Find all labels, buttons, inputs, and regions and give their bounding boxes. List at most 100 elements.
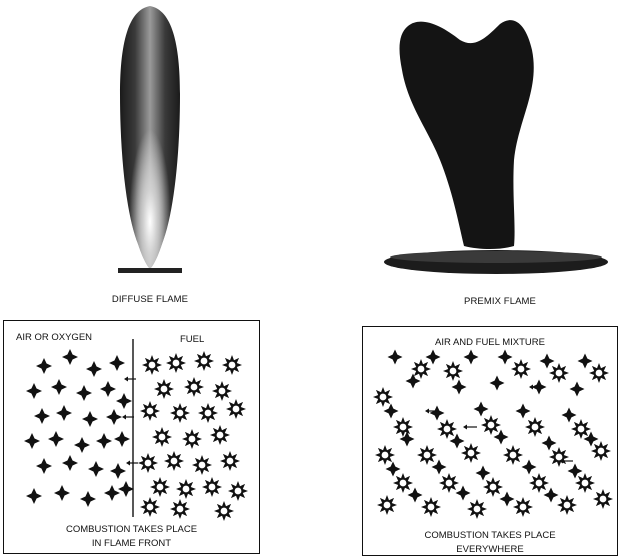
air-particle-icon xyxy=(406,374,421,389)
diffuse-combustion-panel: AIR OR OXYGEN FUEL COMBUSTION TAKES PLAC… xyxy=(3,320,260,554)
air-particle-icon xyxy=(456,486,471,501)
fuel-particle-icon xyxy=(525,417,545,437)
premix-burner-top xyxy=(390,251,602,263)
air-particle-icon xyxy=(400,432,415,447)
fuel-particle-icon xyxy=(198,403,218,423)
reaction-arrow-icon xyxy=(463,425,477,430)
air-particle-icon xyxy=(464,350,479,365)
air-particle-icon xyxy=(490,376,505,391)
fuel-particle-icon xyxy=(557,495,577,515)
fuel-particle-icon xyxy=(467,499,487,519)
fuel-particle-icon xyxy=(170,499,190,519)
air-particle-icon xyxy=(109,355,125,371)
air-particle-icon xyxy=(452,380,467,395)
fuel-particle-icon xyxy=(513,497,533,517)
fuel-particle-icon xyxy=(202,477,222,497)
fuel-particle-icon xyxy=(575,473,595,493)
fuel-particle-icon xyxy=(214,501,234,521)
fuel-particle-icon xyxy=(393,417,413,437)
air-particle-icon xyxy=(522,460,537,475)
fuel-particle-icon xyxy=(439,473,459,493)
premix-footer-line-1: COMBUSTION TAKES PLACE xyxy=(363,529,617,543)
fuel-particle-icon xyxy=(593,489,613,509)
diffuse-flame-core xyxy=(120,6,180,269)
fuel-particle-icon xyxy=(483,477,503,497)
fuel-particle-icon xyxy=(222,355,242,375)
reaction-arrow-icon xyxy=(122,415,134,420)
fuel-particle-icon xyxy=(571,419,591,439)
air-particle-icon xyxy=(56,405,72,421)
fuel-particle-icon xyxy=(393,473,413,493)
fuel-particle-icon xyxy=(192,455,212,475)
air-particle-icon xyxy=(62,349,78,365)
air-particle-icon xyxy=(476,466,491,481)
air-particle-icon xyxy=(82,411,98,427)
diffuse-footer-line-2: IN FLAME FRONT xyxy=(4,537,259,551)
air-particle-icon xyxy=(474,402,489,417)
fuel-particle-icon xyxy=(549,363,569,383)
reaction-arrow-icon xyxy=(126,461,138,466)
fuel-particle-icon xyxy=(411,359,431,379)
fuel-particle-icon xyxy=(481,415,501,435)
fuel-particle-icon xyxy=(529,473,549,493)
fuel-particle-icon xyxy=(182,429,202,449)
fuel-particle-icon xyxy=(589,363,609,383)
air-particle-icon xyxy=(34,408,50,424)
diffuse-flame-caption: DIFFUSE FLAME xyxy=(80,294,220,305)
premix-flame-body xyxy=(400,20,534,249)
air-particle-icon xyxy=(104,485,120,501)
fuel-particle-icon xyxy=(417,445,437,465)
air-particle-icon xyxy=(500,492,515,507)
air-particle-icon xyxy=(48,431,64,447)
air-particle-icon xyxy=(106,409,122,425)
air-particle-icon xyxy=(24,433,40,449)
air-particle-icon xyxy=(386,462,401,477)
fuel-particle-icon xyxy=(511,359,531,379)
air-particle-icon xyxy=(26,488,42,504)
air-particle-icon xyxy=(384,404,399,419)
premix-footer-line-2: EVERYWHERE xyxy=(363,543,617,557)
fuel-particle-icon xyxy=(166,353,186,373)
air-particle-icon xyxy=(562,408,577,423)
air-particle-icon xyxy=(36,358,52,374)
fuel-particle-icon xyxy=(503,445,523,465)
air-particle-icon xyxy=(494,430,509,445)
fuel-particle-icon xyxy=(138,453,158,473)
air-particle-icon xyxy=(570,382,585,397)
air-particle-icon xyxy=(542,436,557,451)
fuel-particle-icon xyxy=(164,451,184,471)
premix-panel-footer: COMBUSTION TAKES PLACE EVERYWHERE xyxy=(363,529,617,557)
fuel-particle-icon xyxy=(140,401,160,421)
fuel-particle-icon xyxy=(150,477,170,497)
fuel-particle-icon xyxy=(154,379,174,399)
diffuse-panel-footer: COMBUSTION TAKES PLACE IN FLAME FRONT xyxy=(4,523,259,551)
fuel-particle-icon xyxy=(443,361,463,381)
fuel-particle-icon xyxy=(212,381,232,401)
air-particle-icon xyxy=(86,361,102,377)
air-particle-icon xyxy=(54,485,70,501)
air-particle-icon xyxy=(568,464,583,479)
fuel-particle-icon xyxy=(591,441,611,461)
air-particle-icon xyxy=(450,434,465,449)
premix-flame-illustration xyxy=(380,10,612,280)
diffuse-particle-field xyxy=(4,321,261,555)
fuel-particle-icon xyxy=(176,479,196,499)
fuel-particle-icon xyxy=(549,447,569,467)
fuel-particle-icon xyxy=(377,495,397,515)
fuel-particle-icon xyxy=(210,425,230,445)
premix-combustion-panel: AIR AND FUEL MIXTURE COMBUSTION TAKES PL… xyxy=(362,326,618,556)
air-particle-icon xyxy=(76,385,92,401)
air-particle-icon xyxy=(51,379,67,395)
fuel-particle-icon xyxy=(375,445,395,465)
air-particle-icon xyxy=(498,350,513,365)
air-particle-icon xyxy=(80,491,96,507)
fuel-particle-icon xyxy=(140,497,160,517)
fuel-particle-icon xyxy=(226,399,246,419)
air-particle-icon xyxy=(114,431,130,447)
fuel-particle-icon xyxy=(184,377,204,397)
fuel-particle-icon xyxy=(437,419,457,439)
fuel-particle-icon xyxy=(421,497,441,517)
premix-particle-field xyxy=(363,327,619,557)
air-particle-icon xyxy=(578,354,593,369)
reaction-arrow-icon xyxy=(124,377,136,382)
